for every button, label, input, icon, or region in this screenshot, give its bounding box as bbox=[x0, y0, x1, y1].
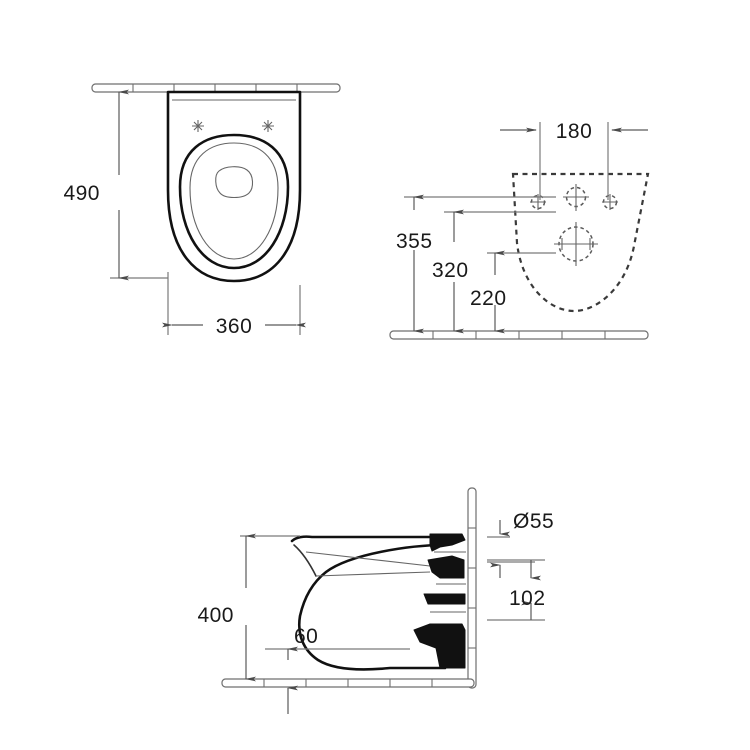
plan-flush-outlet bbox=[215, 166, 254, 199]
rear-body-outline bbox=[511, 172, 650, 313]
dimension-dia-55: Ø55 bbox=[487, 510, 554, 578]
plan-view: 490 360 bbox=[63, 83, 341, 338]
rear-view: 180 355 320 220 bbox=[389, 120, 650, 340]
rear-mounting-hole-right-icon bbox=[602, 194, 618, 210]
dimension-220-label: 220 bbox=[470, 287, 507, 310]
dimension-400: 400 bbox=[197, 533, 300, 682]
side-outlet-block bbox=[413, 533, 466, 669]
rear-outlet-circle-icon bbox=[554, 222, 598, 266]
plan-bowl-outline bbox=[166, 90, 302, 283]
dimension-490: 490 bbox=[63, 89, 168, 281]
dimension-dia-55-label: Ø55 bbox=[513, 510, 554, 533]
dimension-102-label: 102 bbox=[509, 587, 546, 610]
plan-seat-fixing-left-icon bbox=[192, 120, 204, 132]
side-bowl-profile bbox=[290, 535, 447, 671]
rear-mounting-hole-center-icon bbox=[563, 184, 589, 211]
plan-rim-outer bbox=[178, 133, 290, 270]
plan-wall-band bbox=[91, 83, 341, 93]
dimension-180-label: 180 bbox=[556, 120, 593, 143]
dimension-355-label: 355 bbox=[396, 230, 433, 253]
rear-wall-band bbox=[389, 330, 649, 340]
dimension-355: 355 bbox=[396, 194, 556, 334]
dimension-220: 220 bbox=[470, 250, 556, 334]
side-wall-band-vertical bbox=[467, 487, 477, 689]
dimension-490-label: 490 bbox=[63, 182, 100, 205]
dimension-320-label: 320 bbox=[432, 259, 469, 282]
dimension-360: 360 bbox=[162, 272, 306, 338]
plan-seat-fixing-right-icon bbox=[262, 120, 274, 132]
dimension-400-label: 400 bbox=[197, 604, 234, 627]
dimension-60-label: 60 bbox=[294, 625, 318, 648]
dimension-180: 180 bbox=[500, 120, 648, 200]
dimension-60: 60 bbox=[265, 625, 410, 714]
side-view: 400 60 Ø55 bbox=[197, 487, 554, 714]
dimension-102: 102 bbox=[487, 559, 546, 621]
side-floor-band bbox=[221, 678, 475, 688]
dimension-360-label: 360 bbox=[216, 315, 253, 338]
plan-rim-inner bbox=[189, 142, 279, 260]
dimension-320: 320 bbox=[432, 209, 556, 334]
